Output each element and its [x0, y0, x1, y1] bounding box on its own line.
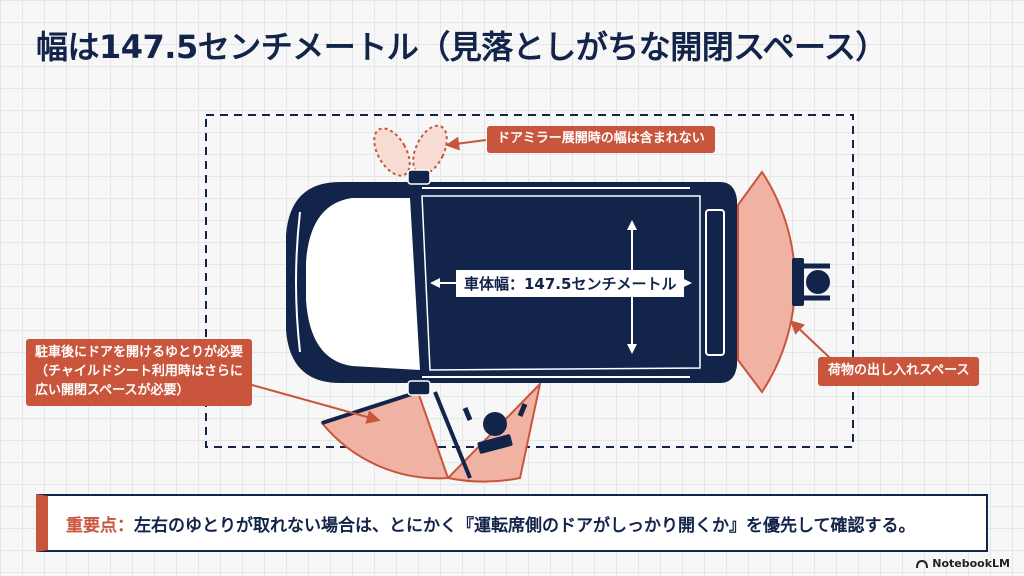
note-text: 左右のゆとりが取れない場合は、とにかく『運転席側のドアがしっかり開くか』を優先し… [134, 515, 916, 536]
door-callout-arrow [251, 384, 381, 424]
car-width-label: 車体幅：147.5センチメートル [456, 270, 685, 297]
cargo-callout-arrow [789, 320, 831, 359]
door-space-callout: 駐車後にドアを開けるゆとりが必要（チャイルドシート利用時はさらに広い開閉スペース… [26, 339, 252, 406]
person-icon-door [462, 403, 528, 454]
cargo-space-callout: 荷物の出し入れスペース [818, 357, 980, 386]
person-icon-cargo [792, 258, 830, 306]
page-title: 幅は147.5センチメートル（見落としがちな開閉スペース） [36, 28, 887, 66]
notebook-logo-icon [916, 559, 929, 568]
front-door-zone [320, 390, 450, 480]
mirror-callout: ドアミラー展開時の幅は含まれない [487, 126, 715, 153]
mirror-outline-left [373, 127, 411, 177]
cargo-space-zone [737, 170, 796, 394]
important-note: 重要点： 左右のゆとりが取れない場合は、とにかく『運転席側のドアがしっかり開くか… [36, 494, 988, 552]
note-label: 重要点： [66, 515, 134, 536]
mirror-callout-arrow [445, 136, 487, 151]
door-edge-front [321, 390, 419, 425]
brand-watermark: NotebookLM [916, 557, 1010, 570]
brand-name: NotebookLM [932, 557, 1010, 570]
parking-space-border [205, 114, 854, 448]
door-edge-rear [433, 391, 472, 479]
